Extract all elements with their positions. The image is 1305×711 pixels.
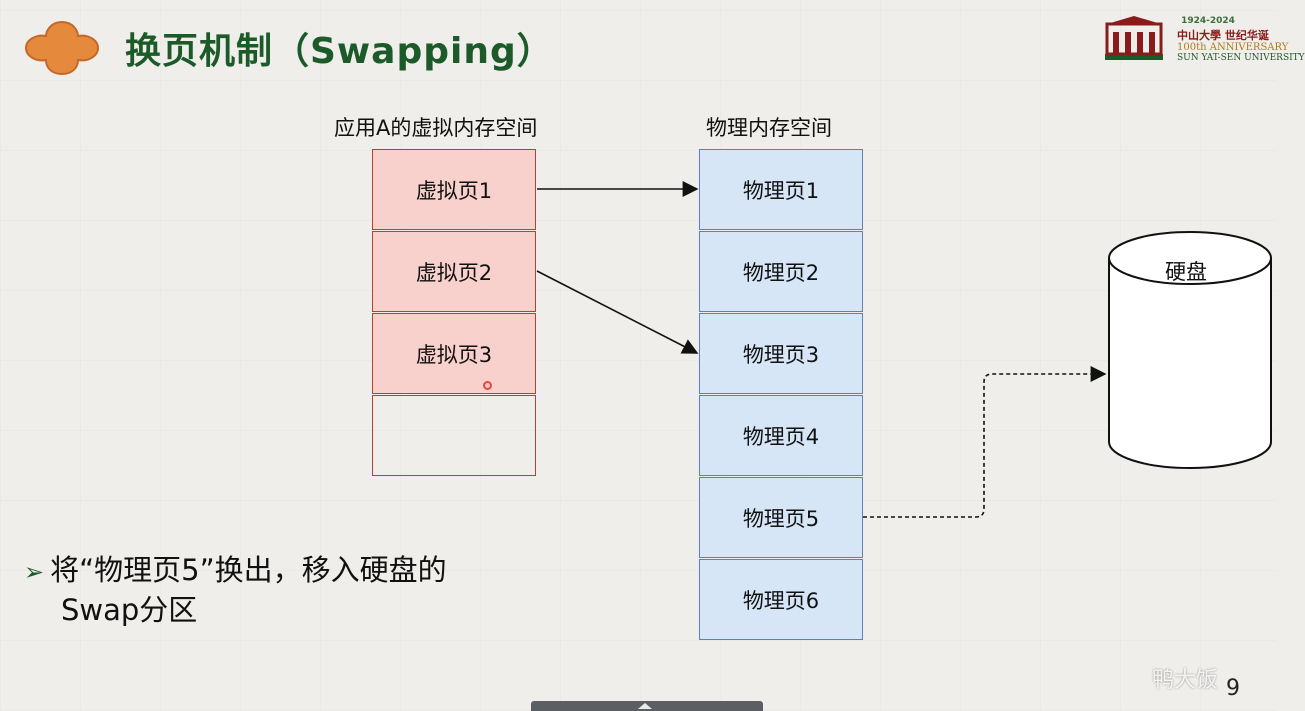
control-bar-notch-icon xyxy=(638,703,652,709)
physical-memory-label: 物理内存空间 xyxy=(706,116,832,140)
bullet-arrow-icon: ➢ xyxy=(24,558,45,586)
bullet-line-1: 将“物理页5”换出，移入硬盘的 xyxy=(50,553,447,587)
logo-years: 1924-2024 xyxy=(1181,16,1235,26)
physical-page: 物理页5 xyxy=(699,477,863,558)
laser-pointer-dot xyxy=(483,381,492,390)
logo-anniversary: 100th ANNIVERSARY xyxy=(1177,42,1289,53)
university-gate-icon xyxy=(1105,16,1163,60)
virtual-memory-label: 应用A的虚拟内存空间 xyxy=(334,116,538,140)
virtual-page: 虚拟页1 xyxy=(372,149,536,230)
watermark-text: 鸭大饭 xyxy=(1152,668,1219,693)
arrow-v2-to-p3 xyxy=(536,270,699,354)
virtual-page: 虚拟页2 xyxy=(372,231,536,312)
physical-page: 物理页4 xyxy=(699,395,863,476)
physical-page: 物理页3 xyxy=(699,313,863,394)
logo-name: 中山大學 世纪华诞 xyxy=(1177,29,1269,42)
virtual-page-empty xyxy=(372,395,536,476)
quatrefoil-emblem-icon xyxy=(24,20,100,76)
university-logo: 1924-2024 中山大學 世纪华诞 100th ANNIVERSARY SU… xyxy=(1103,14,1305,64)
arrow-p5-to-disk xyxy=(863,366,1107,518)
slide-title: 换页机制（Swapping） xyxy=(125,31,554,72)
disk-label: 硬盘 xyxy=(1165,260,1207,284)
disk-cylinder-icon xyxy=(1108,231,1272,469)
bullet-point: ➢将“物理页5”换出，移入硬盘的 xyxy=(24,550,447,592)
physical-page: 物理页2 xyxy=(699,231,863,312)
physical-page: 物理页6 xyxy=(699,559,863,640)
bullet-line-2: Swap分区 xyxy=(61,593,198,627)
physical-page: 物理页1 xyxy=(699,149,863,230)
logo-university: SUN YAT-SEN UNIVERSITY xyxy=(1177,53,1305,63)
page-number: 9 xyxy=(1226,676,1240,701)
virtual-page: 虚拟页3 xyxy=(372,313,536,394)
